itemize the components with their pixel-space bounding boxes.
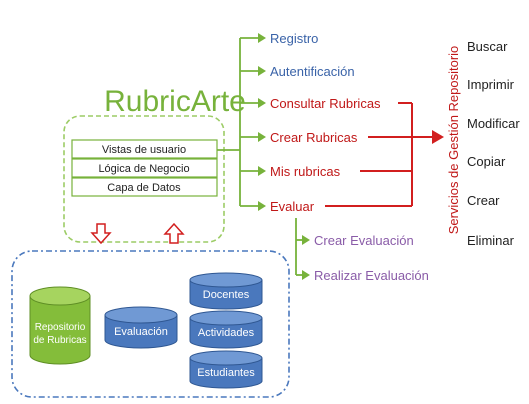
data-layer-container: [11, 250, 290, 398]
evaluacion-cylinder: Evaluación: [104, 306, 178, 349]
service-crear: Crear: [467, 193, 500, 208]
repositorio-label-2: de Rubricas: [33, 335, 86, 346]
estudiantes-cylinder: Estudiantes: [189, 350, 263, 389]
services-title: Servicios de Gestión Repositorio: [446, 46, 461, 235]
repositorio-cylinder: Repositorio de Rubricas: [29, 286, 91, 365]
layer-vistas: Vistas de usuario: [102, 144, 186, 156]
sub-realizar-evaluacion: Realizar Evaluación: [314, 268, 429, 283]
up-arrow-icon: [163, 222, 185, 244]
sub-crear-evaluacion: Crear Evaluación: [314, 233, 414, 248]
service-copiar: Copiar: [467, 154, 506, 169]
repositorio-label-1: Repositorio: [35, 322, 86, 333]
layer-datos: Capa de Datos: [107, 182, 181, 194]
app-title: RubricArte: [104, 85, 246, 118]
function-mis: Mis rubricas: [270, 164, 341, 179]
function-autentificacion: Autentificación: [270, 64, 355, 79]
function-evaluar: Evaluar: [270, 199, 315, 214]
services-list: Buscar Imprimir Modificar Copiar Crear E…: [467, 39, 520, 248]
function-arrows: [240, 33, 266, 211]
function-consultar: Consultar Rubricas: [270, 96, 381, 111]
actividades-label: Actividades: [198, 327, 255, 339]
layer-logica: Lógica de Negocio: [98, 163, 189, 175]
evaluacion-label: Evaluación: [114, 326, 168, 338]
function-registro: Registro: [270, 31, 318, 46]
estudiantes-label: Estudiantes: [197, 367, 255, 379]
docentes-label: Docentes: [203, 289, 250, 301]
down-arrow-icon: [90, 223, 112, 245]
docentes-cylinder: Docentes: [189, 272, 263, 310]
app-container: [63, 115, 225, 243]
services-arrowhead: [432, 130, 444, 144]
service-buscar: Buscar: [467, 39, 508, 54]
function-crear: Crear Rubricas: [270, 130, 358, 145]
service-imprimir: Imprimir: [467, 77, 515, 92]
service-eliminar: Eliminar: [467, 233, 515, 248]
actividades-cylinder: Actividades: [189, 310, 263, 349]
evaluar-branches: [295, 218, 310, 280]
layer-stack: Vistas de usuario Lógica de Negocio Capa…: [71, 139, 218, 197]
service-modificar: Modificar: [467, 116, 520, 131]
service-connectors: [325, 102, 440, 207]
